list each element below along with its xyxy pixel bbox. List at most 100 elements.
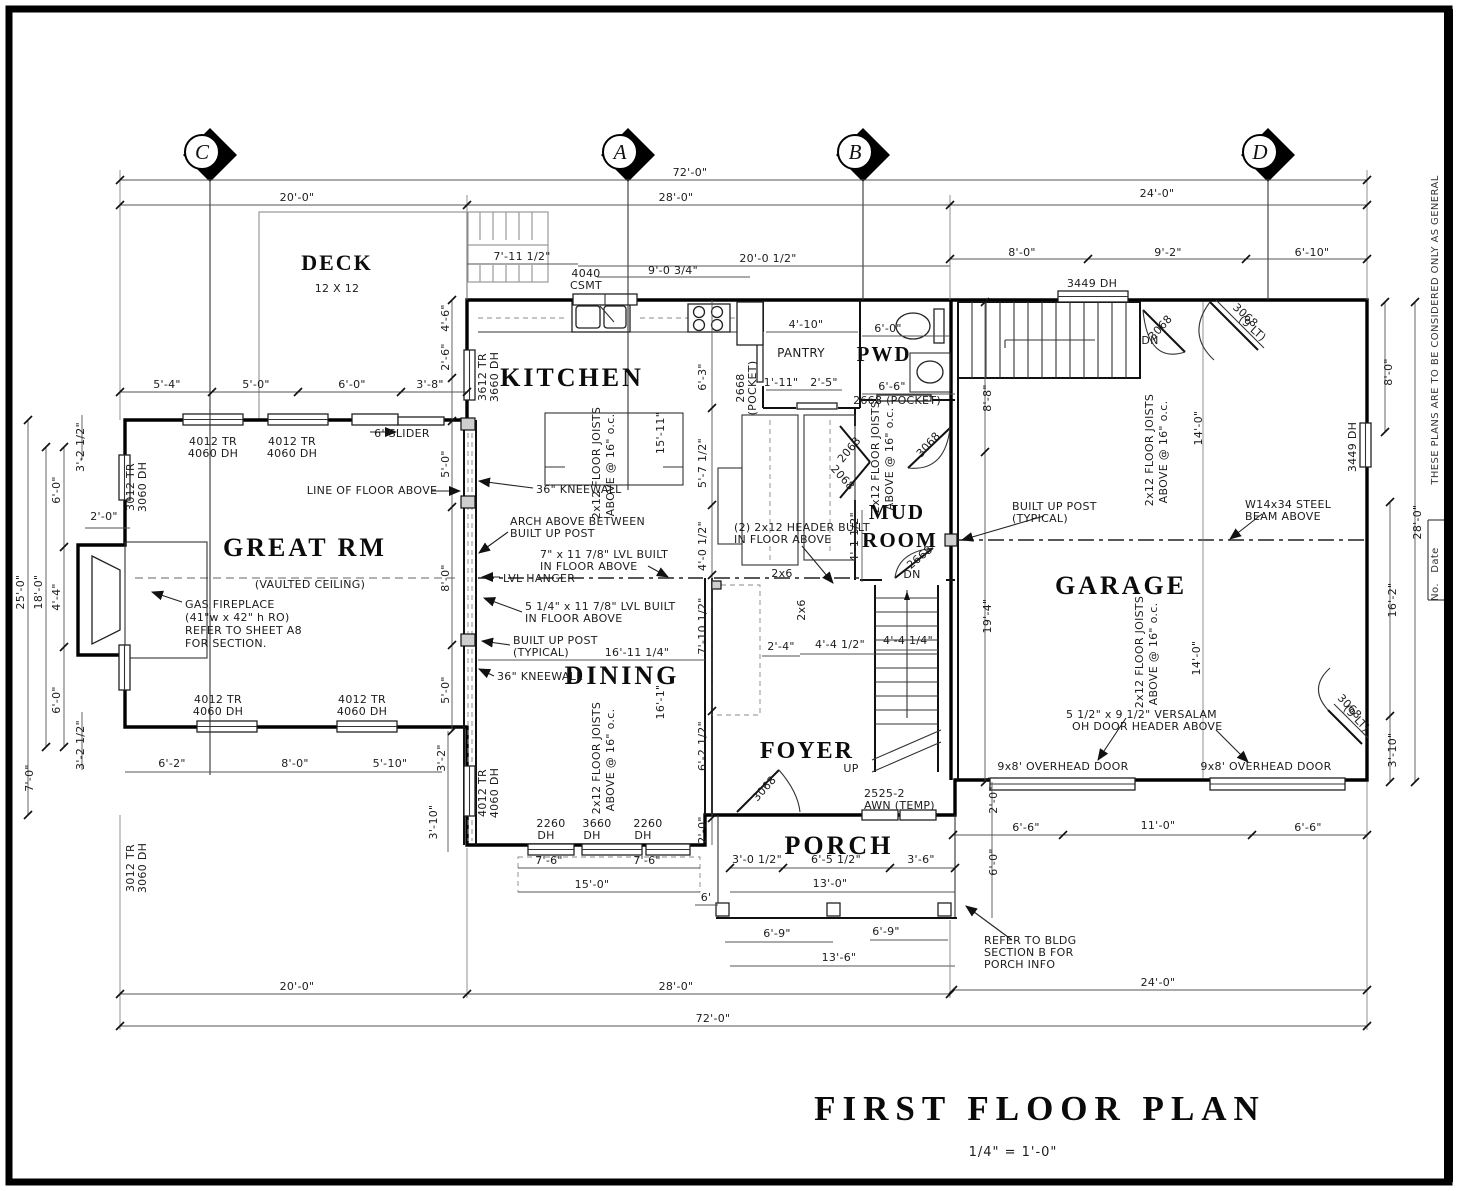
up-label: UP xyxy=(843,762,858,775)
dim-label: 3'-2 1/2" xyxy=(74,720,87,770)
overhead-door-label: 9x8' OVERHEAD DOOR xyxy=(1200,760,1331,773)
dim-label: 28'-0" xyxy=(659,980,694,993)
garage-stairwell xyxy=(971,302,1127,378)
dim-label: 5'-0" xyxy=(242,378,270,391)
dim-label: 4'-4" xyxy=(50,583,63,611)
window-label: 3060 DH xyxy=(136,462,149,512)
dim-label: 1'-11" xyxy=(764,376,799,389)
vanity xyxy=(909,352,951,393)
window-label: CSMT xyxy=(570,279,602,292)
window-label: 3449 DH xyxy=(1067,277,1117,290)
dim-label: 3'-2 1/2" xyxy=(74,422,87,472)
window-label: 4060 DH xyxy=(488,768,501,818)
dim-label: 72'-0" xyxy=(673,166,708,179)
dim-label: 14'-0" xyxy=(1192,411,1205,446)
dim-label: 7'-6" xyxy=(633,854,661,867)
dn-label: DN xyxy=(1141,334,1158,347)
note: GAS FIREPLACE xyxy=(185,598,275,611)
window-label: DH xyxy=(537,829,554,842)
gas-fireplace xyxy=(91,541,208,659)
overhead-door-label: 9x8' OVERHEAD DOOR xyxy=(997,760,1128,773)
dim-label: 4'-10" xyxy=(789,318,824,331)
note: BUILT UP POST xyxy=(510,527,595,540)
dimension-ticks xyxy=(23,175,1420,1031)
dim-label: 13'-0" xyxy=(813,877,848,890)
window-label: 2525-2 xyxy=(864,787,905,800)
window-label: DH xyxy=(583,829,600,842)
slider-door xyxy=(351,413,445,426)
dim-label: 18'-0" xyxy=(32,575,45,610)
dim-label: 16'-2" xyxy=(1386,583,1399,618)
window xyxy=(527,843,575,856)
window xyxy=(463,349,476,401)
window xyxy=(118,644,131,691)
room-label-pwd: PWD xyxy=(857,342,912,366)
window xyxy=(118,454,131,501)
doors xyxy=(736,299,1369,813)
window-label: 4012 TR xyxy=(268,435,316,448)
dim-label: 16'-11 1/4" xyxy=(605,646,670,659)
dim-label: 7'-6" xyxy=(535,854,563,867)
dim-label: 5'-0" xyxy=(439,450,452,478)
dim-label: 7'-0" xyxy=(23,764,36,792)
dim-label: 6'-2" xyxy=(158,757,186,770)
windows xyxy=(118,290,1372,856)
window xyxy=(1057,290,1129,303)
dim-label: 2'-5" xyxy=(810,376,838,389)
dim-label: 6'-9" xyxy=(763,927,791,940)
note: 5 1/2" x 9 1/2" VERSALAM xyxy=(1066,708,1217,721)
dim-label: 25'-0" xyxy=(14,575,27,610)
revision-no-label: No. xyxy=(1430,583,1441,601)
window xyxy=(463,765,476,817)
note: OH DOOR HEADER ABOVE xyxy=(1072,720,1222,733)
note: ABOVE @ 16" o.c. xyxy=(1157,401,1170,504)
powder-room-fixtures xyxy=(895,308,951,393)
dim-label: 8'-0" xyxy=(439,564,452,592)
note: IN FLOOR ABOVE xyxy=(734,533,832,546)
note: 2x6 xyxy=(795,599,808,620)
mudroom-garage-door xyxy=(907,427,951,469)
room-label-deck: DECK xyxy=(301,250,373,275)
door-label: 2668 (POCKET) xyxy=(853,394,941,407)
note: ARCH ABOVE BETWEEN xyxy=(510,515,645,528)
porch-post xyxy=(826,902,841,917)
window xyxy=(182,413,244,426)
kitchen-island xyxy=(544,412,684,486)
window-label: 2260 xyxy=(633,817,662,830)
note: LVL HANGER xyxy=(503,572,575,585)
note: 2x6 xyxy=(771,567,792,580)
dimension-labels: 72'-0" 28'-0" 20'-0" 24'-0" 7'-11 1/2" 2… xyxy=(14,166,1424,1025)
note: BEAM ABOVE xyxy=(1245,510,1321,523)
window-label: 2260 xyxy=(536,817,565,830)
dim-label: 72'-0" xyxy=(696,1012,731,1025)
note: (TYPICAL) xyxy=(513,646,569,659)
grid-marker-b: B xyxy=(836,128,890,182)
dim-label: 6'-0" xyxy=(987,848,1000,876)
note: ABOVE @ 16" o.c. xyxy=(604,414,617,517)
note: IN FLOOR ABOVE xyxy=(525,612,623,625)
window-label: 3012 TR xyxy=(124,844,137,892)
note-labels: LINE OF FLOOR ABOVE GAS FIREPLACE (41"w … xyxy=(185,394,1331,971)
dim-label: 4'-1 1/2" xyxy=(848,512,861,562)
dim-label: 6' xyxy=(701,891,712,904)
dim-label: 3'-10" xyxy=(1386,733,1399,768)
dim-label: 4'-0 1/2" xyxy=(696,521,709,571)
refrigerator xyxy=(736,301,764,346)
dim-label: 5'-7 1/2" xyxy=(696,438,709,488)
window-label: 4012 TR xyxy=(476,769,489,817)
porch-post xyxy=(715,902,730,917)
bifold-door-leaf xyxy=(839,425,871,463)
grid-marker-c: C xyxy=(183,128,237,182)
dim-label: 16'-1" xyxy=(654,685,667,720)
dim-label: 13'-6" xyxy=(822,951,857,964)
dim-label: 6'-2 1/2" xyxy=(696,721,709,771)
grid-marker-d: D xyxy=(1241,128,1295,182)
window-label: 4060 DH xyxy=(193,705,243,718)
dim-label: 8'-0" xyxy=(281,757,309,770)
door-label: 3068 xyxy=(914,429,943,459)
note: 2x12 FLOOR JOISTS xyxy=(590,702,603,814)
awning-window xyxy=(861,809,937,821)
dim-label: 20'-0 1/2" xyxy=(739,252,796,265)
dim-label: 4'-4 1/2" xyxy=(815,638,865,651)
